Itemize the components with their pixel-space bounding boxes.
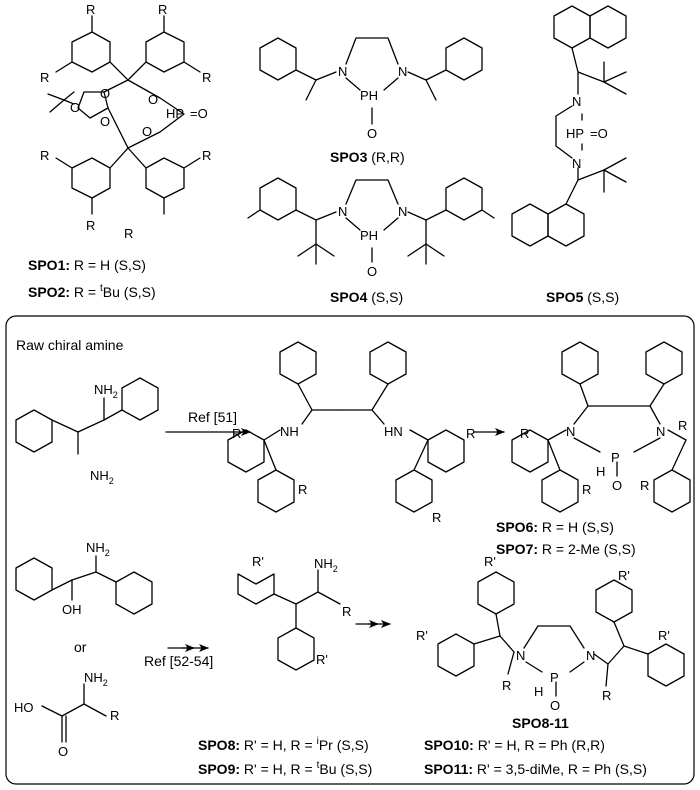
spo6-h: H: [596, 464, 605, 479]
spo811-o: O: [550, 698, 560, 713]
ref-51: Ref [51]: [188, 409, 237, 425]
spo1-r-bottom-right: R: [124, 226, 133, 241]
int-r2: R: [298, 482, 307, 497]
spo811-rp-4: R': [658, 628, 670, 643]
spo4-n1: N: [338, 204, 347, 219]
spo1-o4: O: [148, 92, 158, 107]
spo811-r1: R: [502, 678, 511, 693]
int-hn: HN: [384, 424, 403, 439]
spo1-r-bottom-left: R: [86, 218, 95, 233]
diamine-nh2-bottom: NH2: [90, 468, 114, 486]
box-title: Raw chiral amine: [16, 337, 124, 353]
spo6-label: SPO6: R = H (S,S): [496, 519, 614, 535]
spo1-o3: O: [100, 114, 110, 129]
spo811-rp-1: R': [484, 554, 496, 569]
int-r1: R: [232, 426, 241, 441]
spo5-hp: HP: [566, 126, 584, 141]
spo811-rp-3: R': [618, 568, 630, 583]
spo9-label: SPO9: R' = H, R = tBu (S,S): [198, 760, 372, 777]
diaryl-nh2: NH2: [314, 556, 338, 574]
spo1-structure: [47, 15, 201, 215]
spo3-label: SPO3 (R,R): [330, 149, 405, 165]
aminoacid-ho: HO: [14, 700, 34, 715]
spo6-r1: R: [520, 426, 529, 441]
spo6-7-structure: [511, 341, 691, 513]
aminoalcohol-oh: OH: [62, 602, 82, 617]
spo811-n1: N: [516, 648, 525, 663]
spo3-structure: [259, 37, 483, 125]
spo11-label: SPO11: R' = 3,5-diMe, R = Ph (S,S): [424, 761, 647, 777]
spo4-o: O: [367, 264, 377, 279]
synthesis-box: [5, 315, 695, 785]
spo1-r-top-right: R: [158, 2, 167, 17]
spo8-11-structure: [437, 571, 685, 697]
spo3-n1: N: [338, 64, 347, 79]
spo1-label: SPO1: R = H (S,S): [28, 257, 146, 273]
ref-52-54: Ref [52-54]: [144, 653, 213, 669]
spo2-label: SPO2: R = tBu (S,S): [28, 283, 156, 300]
spo5-n1: N: [572, 94, 581, 109]
spo5-eq-o: =O: [590, 126, 608, 141]
int-nh: NH: [280, 424, 299, 439]
spo1-r-lower-left: R: [40, 148, 49, 163]
spo7-label: SPO7: R = 2-Me (S,S): [496, 541, 636, 557]
or-text: or: [74, 639, 87, 655]
spo1-r-lower-right: R: [202, 148, 211, 163]
spo5-n2: N: [572, 156, 581, 171]
int-r3: R: [466, 426, 475, 441]
spo4-ph: PH: [360, 228, 378, 243]
int-r4: R: [432, 510, 441, 525]
spo811-p: P: [550, 670, 559, 685]
diaryl-r: R: [342, 604, 351, 619]
spo4-n2: N: [398, 204, 407, 219]
diamine-nh2-top: NH2: [94, 382, 118, 400]
aminoacid-o: O: [58, 744, 68, 759]
spo6-r2: R: [582, 482, 591, 497]
spo6-o: O: [612, 478, 622, 493]
spo5-structure: [511, 5, 627, 247]
spo1-r-mid-left: R: [40, 70, 49, 85]
diaryl-amine-structure: [237, 569, 341, 671]
spo8-label: SPO8: R' = H, R = iPr (S,S): [198, 736, 369, 753]
amino-acid-structure: [41, 683, 107, 743]
spo811-r2: R: [602, 688, 611, 703]
spo3-o: O: [367, 126, 377, 141]
spo3-ph: PH: [360, 88, 378, 103]
spo1-o1: O: [70, 100, 80, 115]
spo4-structure: [247, 177, 495, 265]
spo811-h: H: [534, 684, 543, 699]
spo4-label: SPO4 (S,S): [330, 289, 403, 305]
spo811-label: SPO8-11: [512, 715, 569, 731]
spo1-r-mid-right: R: [202, 70, 211, 85]
diaryl-rp-2: R': [316, 652, 328, 667]
aminoalcohol-nh2: NH2: [86, 540, 110, 558]
amino-alcohol-structure: [15, 555, 153, 615]
spo1-r-top-left: R: [86, 2, 95, 17]
spo5-label: SPO5 (S,S): [546, 289, 619, 305]
tetrabenzyl-diamine-structure: [227, 341, 465, 513]
aminoacid-nh2: NH2: [84, 670, 108, 688]
spo10-label: SPO10: R' = H, R = Ph (R,R): [424, 737, 605, 753]
spo811-rp-2: R': [416, 628, 428, 643]
spo6-n1: N: [566, 424, 575, 439]
diamine-structure: [15, 377, 159, 455]
spo6-r3: R: [678, 418, 687, 433]
diaryl-rp-1: R': [252, 554, 264, 569]
spo1-o5: O: [142, 124, 152, 139]
aminoacid-r: R: [110, 708, 119, 723]
spo1-hp: HP: [166, 106, 184, 121]
spo1-o2: O: [100, 86, 110, 101]
spo6-n2: N: [656, 424, 665, 439]
spo1-eq-o: =O: [190, 106, 208, 121]
spo3-n2: N: [398, 64, 407, 79]
spo811-n2: N: [586, 648, 595, 663]
spo6-p: P: [611, 450, 620, 465]
spo6-r4: R: [640, 478, 649, 493]
